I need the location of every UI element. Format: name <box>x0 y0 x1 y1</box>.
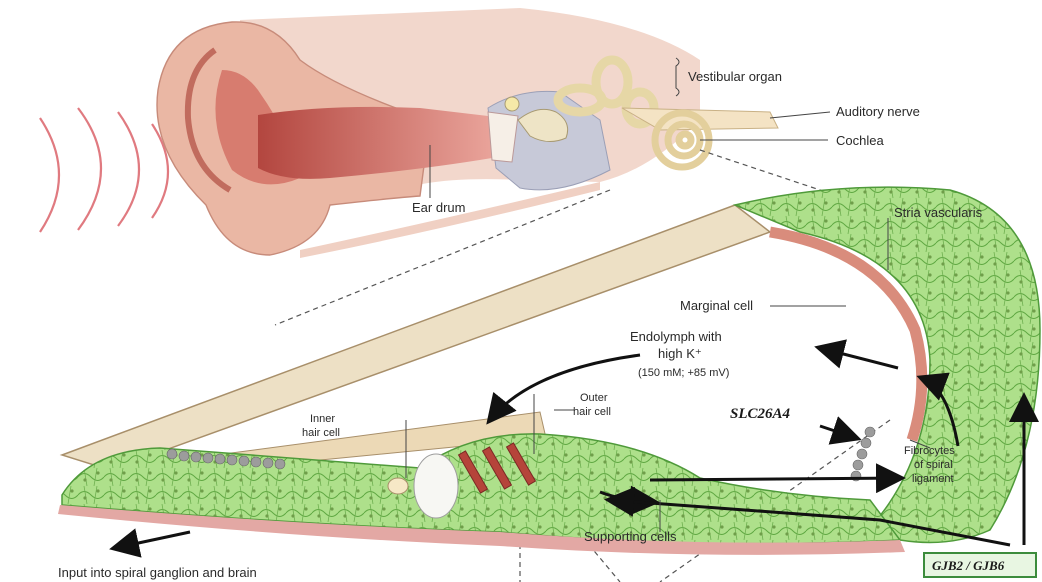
label-slc26a4: SLC26A4 <box>730 406 791 422</box>
arrow-slc26a4 <box>820 426 856 438</box>
tunnel-of-corti <box>414 454 458 518</box>
arrow-to-endolymph <box>820 348 898 368</box>
label-fibrocytes-1: Fibrocytes <box>904 445 955 457</box>
arrow-fibrocytes <box>650 478 900 480</box>
label-fibrocytes-2: of spiral <box>914 459 953 471</box>
label-endolymph-1: Endolymph with <box>630 329 722 344</box>
label-cochlea: Cochlea <box>836 133 884 148</box>
oval-window <box>505 97 519 111</box>
label-input-spiral-ganglion: Input into spiral ganglion and brain <box>58 565 257 580</box>
label-endolymph-2: high K⁺ <box>658 346 702 361</box>
spiral-prominence-cells <box>851 427 875 481</box>
label-outer-hair-cell-1: Outer <box>580 392 608 404</box>
sound-wave-arc <box>40 118 59 232</box>
gjb-gene-box: GJB2 / GJB6 <box>924 553 1036 577</box>
arrow-to-brain <box>115 532 190 548</box>
sound-waves <box>40 108 168 232</box>
label-endolymph-3: (150 mM; +85 mV) <box>638 367 729 379</box>
outer-ear <box>157 8 778 258</box>
sound-wave-arc <box>78 108 101 230</box>
inner-hair-cell <box>388 478 408 494</box>
label-inner-hair-cell-1: Inner <box>310 413 335 425</box>
label-supporting-cells: Supporting cells <box>584 529 677 544</box>
label-vestibular-organ: Vestibular organ <box>688 69 782 84</box>
label-auditory-nerve: Auditory nerve <box>836 104 920 119</box>
label-stria-vascularis: Stria vascularis <box>894 205 983 220</box>
label-inner-hair-cell-2: hair cell <box>302 427 340 439</box>
label-outer-hair-cell-2: hair cell <box>573 406 611 418</box>
label-marginal-cell: Marginal cell <box>680 298 753 313</box>
cochlear-section <box>58 187 1040 555</box>
sound-wave-arc <box>118 112 139 226</box>
label-gjb: GJB2 / GJB6 <box>932 558 1005 573</box>
label-fibrocytes-3: ligament <box>912 473 954 485</box>
label-ear-drum: Ear drum <box>412 200 465 215</box>
